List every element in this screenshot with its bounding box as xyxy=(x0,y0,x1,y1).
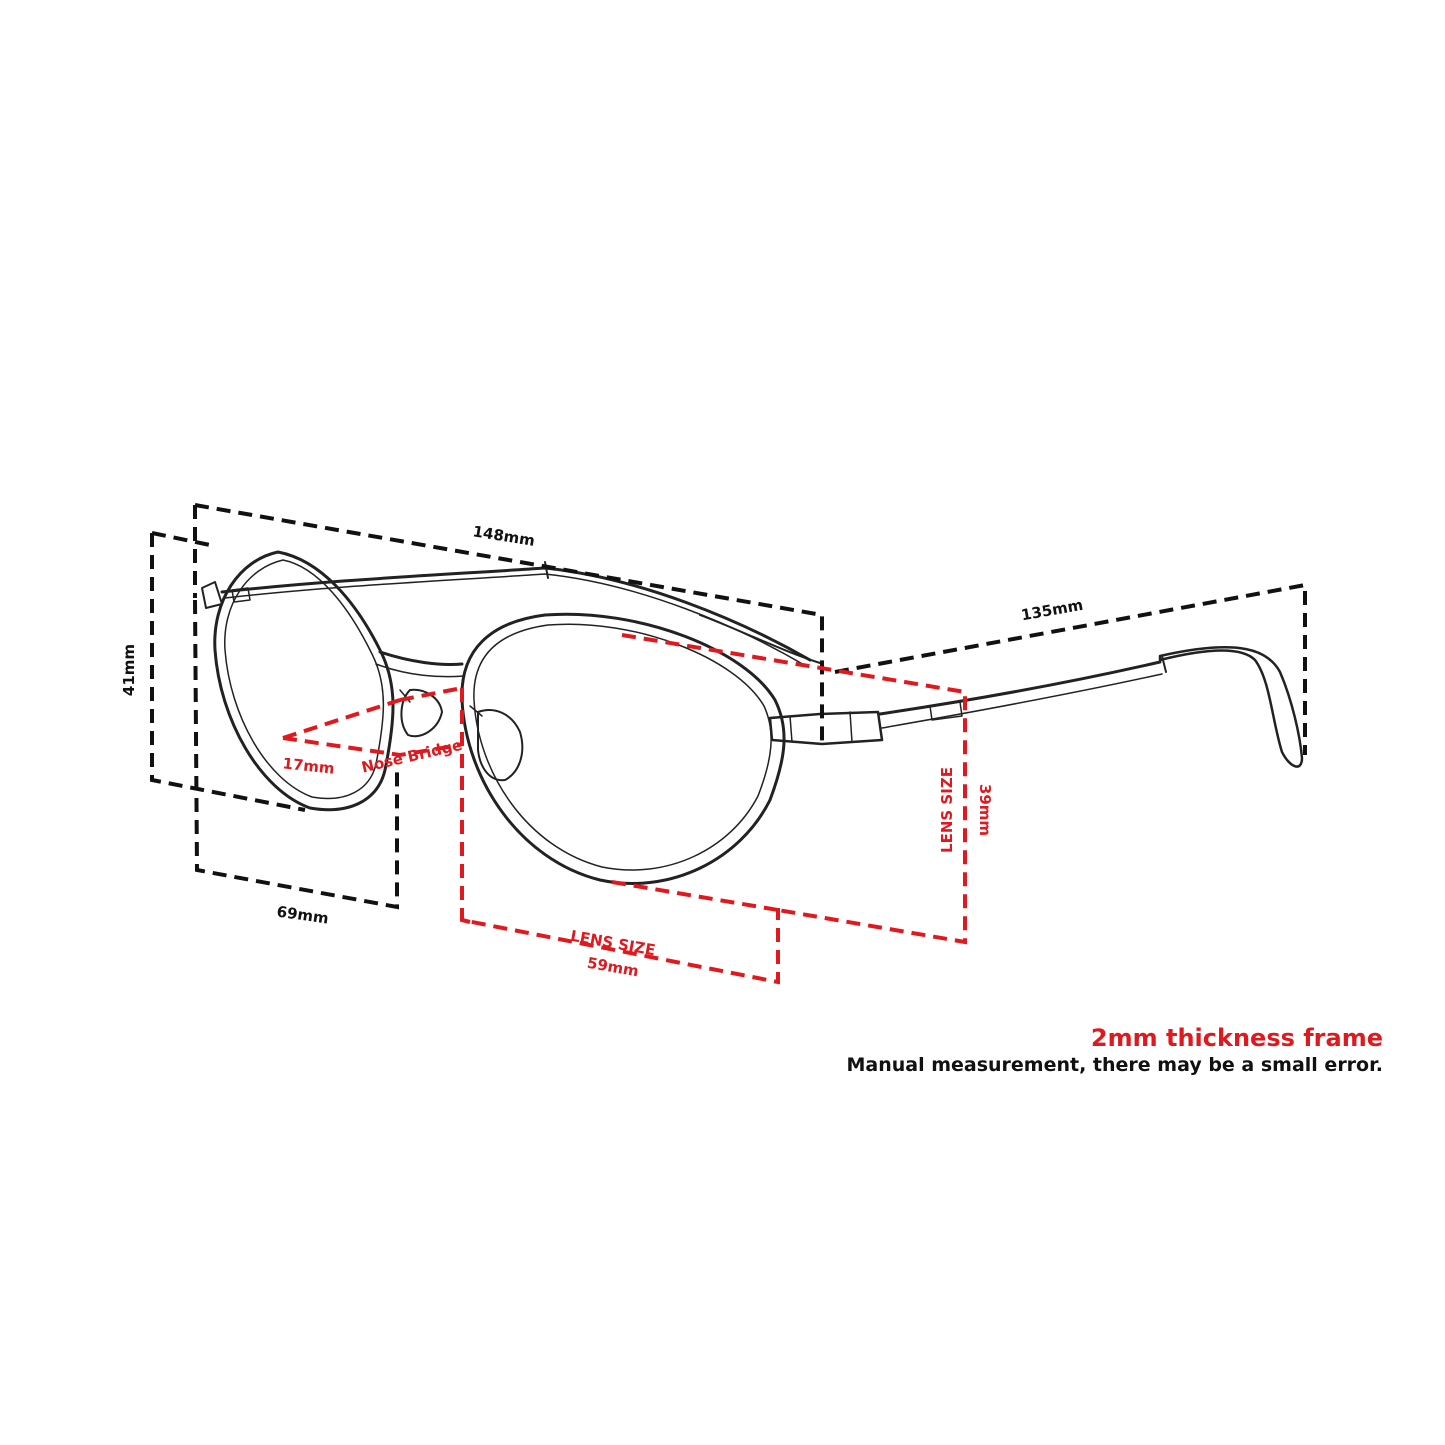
lens-width-title: LENS SIZE xyxy=(569,927,657,960)
front-temple xyxy=(878,660,1162,716)
temple-length-label: 135mm xyxy=(1020,596,1085,625)
black-measure-lines xyxy=(150,503,1307,910)
footer-title: 2mm thickness frame xyxy=(1090,1024,1383,1052)
frame-height-label: 41mm xyxy=(120,644,138,696)
total-width-label: 148mm xyxy=(471,522,536,550)
lens-height-label: 39mm xyxy=(976,784,994,836)
left-hinge xyxy=(201,581,223,609)
left-lens-rim xyxy=(213,550,395,812)
measure-total-width xyxy=(193,503,824,745)
front-temple-tip xyxy=(1158,646,1304,768)
back-temple xyxy=(220,566,812,662)
glasses-frame-illustration xyxy=(201,550,1304,885)
measure-lens-height xyxy=(611,633,967,945)
measure-side-depth xyxy=(193,599,399,910)
measure-temple-length xyxy=(834,582,1307,755)
nose-bridge-label: Nose Bridge xyxy=(360,736,464,777)
bridge-bar xyxy=(378,650,464,666)
side-depth-label: 69mm xyxy=(276,903,330,928)
measure-lens-width xyxy=(460,688,780,985)
footer-note: Manual measurement, there may be a small… xyxy=(846,1054,1383,1076)
lens-width-label: 59mm xyxy=(586,954,640,981)
right-nose-pad xyxy=(477,709,524,782)
lens-height-title: LENS SIZE xyxy=(938,767,956,853)
back-temple-tip xyxy=(699,614,821,664)
measure-bridge xyxy=(282,686,463,758)
bridge-label: 17mm xyxy=(282,754,336,777)
red-measure-lines xyxy=(282,633,967,985)
right-hinge xyxy=(768,710,884,746)
measure-frame-height xyxy=(150,531,306,812)
